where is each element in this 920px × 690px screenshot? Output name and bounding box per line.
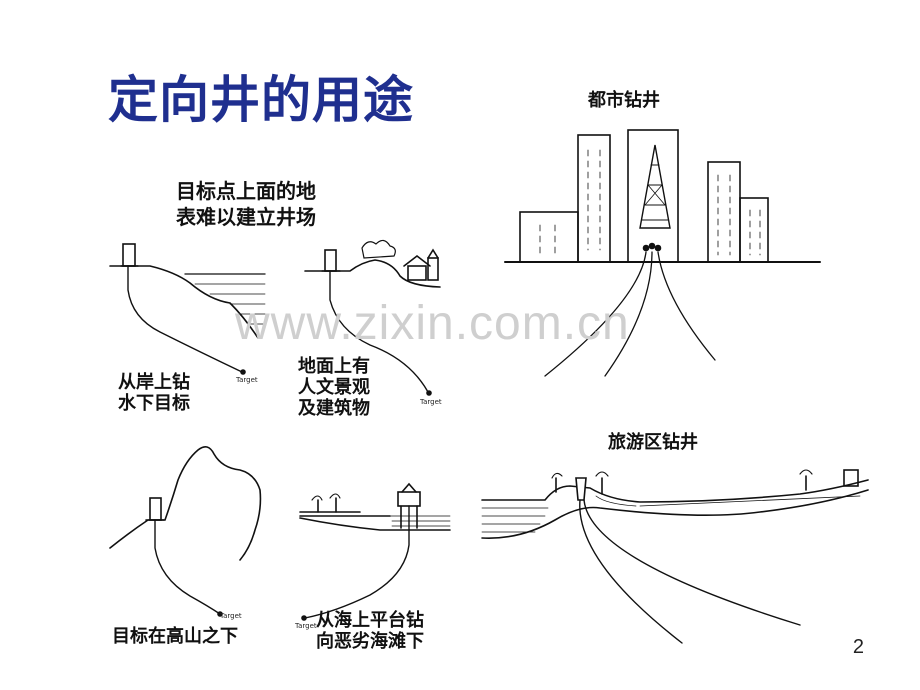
target-label: Target bbox=[236, 376, 258, 384]
caption-line: 目标在高山之下 bbox=[112, 626, 238, 647]
watermark: www.zixin.com.cn bbox=[235, 297, 630, 350]
caption-line: 及建筑物 bbox=[298, 398, 370, 419]
caption-tourist: 旅游区钻井 bbox=[608, 432, 698, 453]
platform-drawing bbox=[299, 482, 451, 621]
caption-landscape: 地面上有 人文景观 及建筑物 bbox=[298, 356, 370, 419]
caption-surface-hard: 目标点上面的地 表难以建立井场 bbox=[176, 178, 316, 230]
caption-line: 向恶劣海滩下 bbox=[316, 631, 424, 652]
page-number: 2 bbox=[852, 636, 864, 658]
caption-line: 从海上平台钻 bbox=[316, 610, 424, 631]
caption-platform: 从海上平台钻 向恶劣海滩下 bbox=[316, 610, 424, 652]
caption-mountain: 目标在高山之下 bbox=[112, 626, 238, 647]
target-label: Target bbox=[295, 622, 317, 630]
caption-line: 从岸上钻 bbox=[118, 372, 190, 393]
target-label: Target bbox=[420, 398, 442, 406]
caption-shore: 从岸上钻 水下目标 bbox=[118, 372, 190, 414]
caption-urban: 都市钻井 bbox=[588, 90, 660, 111]
target-label: Target bbox=[220, 612, 242, 620]
caption-line: 地面上有 bbox=[298, 356, 370, 377]
caption-line: 表难以建立井场 bbox=[176, 205, 316, 229]
caption-line: 水下目标 bbox=[118, 393, 190, 414]
mountain-drawing bbox=[109, 446, 262, 617]
caption-line: 人文景观 bbox=[298, 377, 370, 398]
landscape-drawing bbox=[304, 239, 441, 396]
urban-drawing bbox=[504, 129, 821, 377]
shore-drawing bbox=[109, 243, 266, 375]
page-title: 定向井的用途 bbox=[108, 71, 414, 129]
caption-line: 目标点上面的地 bbox=[176, 179, 316, 203]
tourist-drawing bbox=[481, 469, 869, 644]
